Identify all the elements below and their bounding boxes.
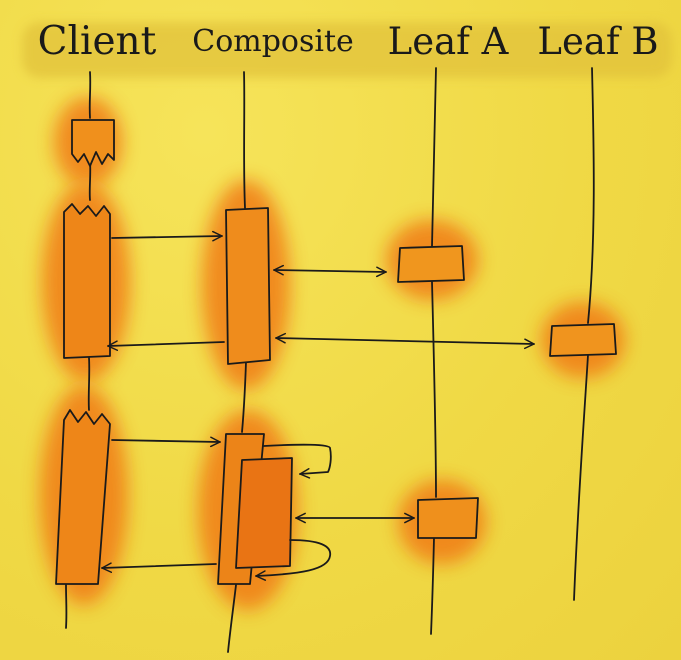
message-composite-self-call	[263, 443, 332, 479]
participant-label-client: Client	[37, 19, 157, 64]
participant-label-leaf-a: Leaf A	[387, 20, 509, 63]
activation-composite-2-inner	[235, 457, 293, 569]
messages	[101, 230, 535, 581]
lifeline-leafa	[430, 67, 437, 635]
activation-client-2	[55, 409, 111, 585]
activation-leafb-1	[549, 323, 617, 357]
activations	[55, 119, 617, 585]
header-band	[22, 22, 672, 78]
message-composite-leafa-1	[273, 264, 387, 278]
lifelines	[65, 67, 595, 653]
activation-composite-1	[225, 207, 271, 365]
activation-leafa-2	[417, 497, 479, 539]
message-composite-self-return	[255, 539, 331, 581]
activation-glows	[40, 97, 625, 610]
lifeline-client	[65, 71, 92, 629]
participant-label-composite: Composite	[192, 24, 354, 59]
message-composite-to-client-2	[101, 562, 217, 573]
message-composite-to-client-1	[107, 340, 225, 351]
activation-client-top	[71, 119, 115, 167]
lifeline-leafb	[573, 67, 595, 601]
message-composite-leafb	[275, 332, 535, 350]
activation-client-1	[63, 203, 111, 359]
message-client-to-composite-1	[111, 230, 223, 242]
lifeline-composite	[227, 71, 247, 653]
message-client-to-composite-2	[111, 436, 221, 448]
participant-label-leaf-b: Leaf B	[537, 20, 659, 63]
activation-leafa-1	[397, 245, 465, 283]
